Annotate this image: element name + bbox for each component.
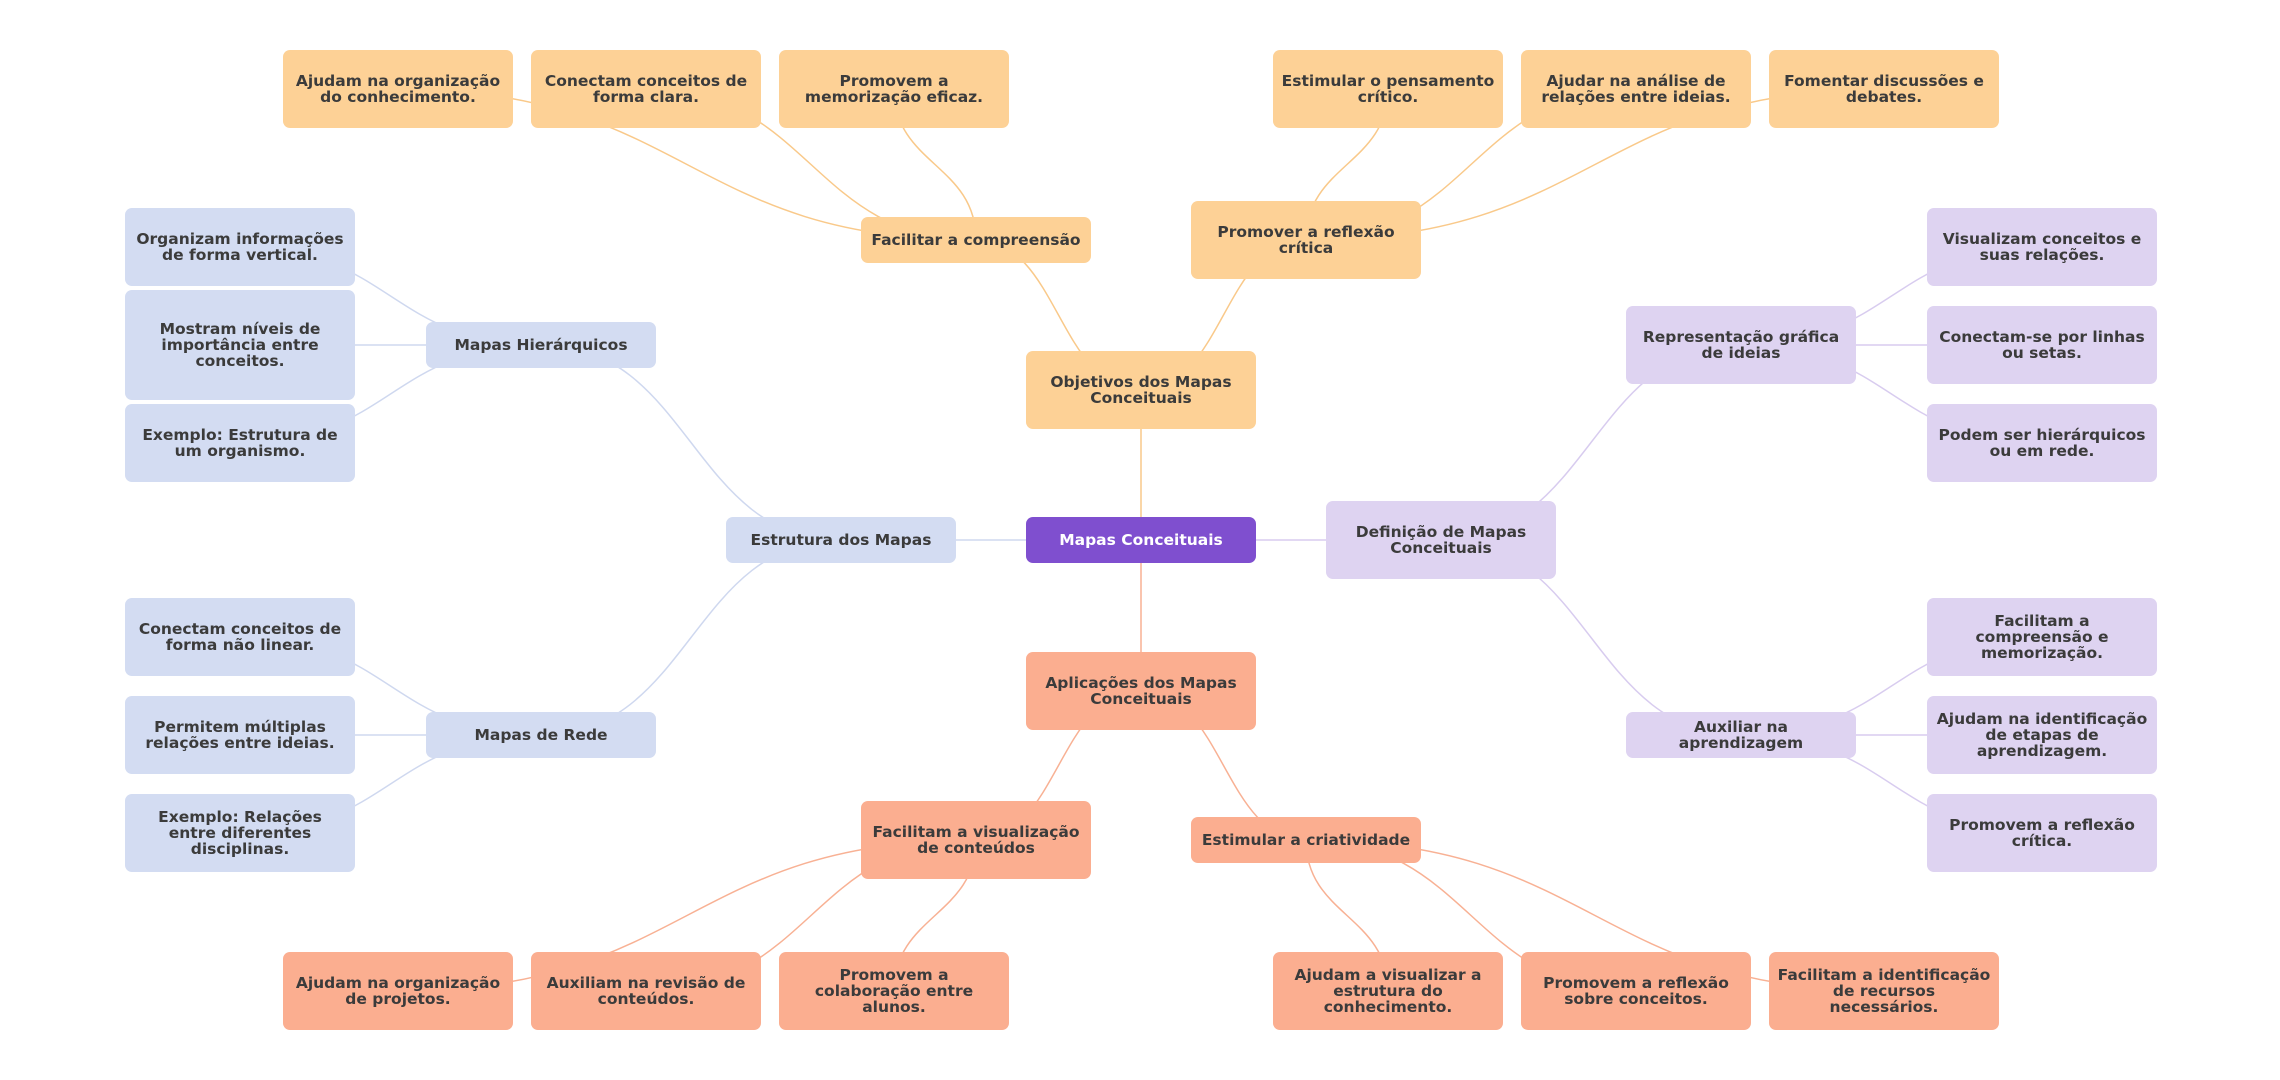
node-visualizam-conceitos[interactable]: Visualizam conceitos e suas relações. [1927,208,2157,286]
node-podem-ser-hierarquicos[interactable]: Podem ser hierárquicos ou em rede. [1927,404,2157,482]
node-root[interactable]: Mapas Conceituais [1026,517,1256,563]
node-ajudam-organizacao-projetos[interactable]: Ajudam na organização de projetos. [283,952,513,1030]
node-representacao-grafica[interactable]: Representação gráfica de ideias [1626,306,1856,384]
node-conectam-forma-clara[interactable]: Conectam conceitos de forma clara. [531,50,761,128]
node-facilitam-compreensao-memorizacao[interactable]: Facilitam a compreensão e memorização. [1927,598,2157,676]
node-conectam-nao-linear[interactable]: Conectam conceitos de forma não linear. [125,598,355,676]
node-promovem-reflexao-critica[interactable]: Promovem a reflexão crítica. [1927,794,2157,872]
node-exemplo-disciplinas[interactable]: Exemplo: Relações entre diferentes disci… [125,794,355,872]
node-organizam-vertical[interactable]: Organizam informações de forma vertical. [125,208,355,286]
node-auxiliar-aprendizagem[interactable]: Auxiliar na aprendizagem [1626,712,1856,758]
node-ajudam-identificacao-etapas[interactable]: Ajudam na identificação de etapas de apr… [1927,696,2157,774]
node-conectam-linhas[interactable]: Conectam-se por linhas ou setas. [1927,306,2157,384]
node-promovem-reflexao-conceitos[interactable]: Promovem a reflexão sobre conceitos. [1521,952,1751,1030]
node-permitem-multiplas[interactable]: Permitem múltiplas relações entre ideias… [125,696,355,774]
node-aplicacoes[interactable]: Aplicações dos Mapas Conceituais [1026,652,1256,730]
node-facilitam-identificacao-recursos[interactable]: Facilitam a identificação de recursos ne… [1769,952,1999,1030]
node-fomentar-discussoes[interactable]: Fomentar discussões e debates. [1769,50,1999,128]
node-definicao[interactable]: Definição de Mapas Conceituais [1326,501,1556,579]
node-promover-reflexao[interactable]: Promover a reflexão crítica [1191,201,1421,279]
node-ajudam-visualizar-estrutura[interactable]: Ajudam a visualizar a estrutura do conhe… [1273,952,1503,1030]
node-mapas-rede[interactable]: Mapas de Rede [426,712,656,758]
edge-estrutura-mapas-hierarquicos [540,344,842,541]
node-estrutura[interactable]: Estrutura dos Mapas [726,517,956,563]
node-promovem-memorizacao[interactable]: Promovem a memorização eficaz. [779,50,1009,128]
node-exemplo-organismo[interactable]: Exemplo: Estrutura de um organismo. [125,404,355,482]
node-ajudam-organizacao-conhecimento[interactable]: Ajudam na organização do conhecimento. [283,50,513,128]
node-ajudar-analise[interactable]: Ajudar na análise de relações entre idei… [1521,50,1751,128]
node-estimular-pensamento[interactable]: Estimular o pensamento crítico. [1273,50,1503,128]
node-auxiliam-revisao[interactable]: Auxiliam na revisão de conteúdos. [531,952,761,1030]
node-facilitam-visualizacao[interactable]: Facilitam a visualização de conteúdos [861,801,1091,879]
node-estimular-criatividade[interactable]: Estimular a criatividade [1191,817,1421,863]
node-facilitar-compreensao[interactable]: Facilitar a compreensão [861,217,1091,263]
node-mostram-niveis[interactable]: Mostram níveis de importância entre conc… [125,290,355,400]
node-promovem-colaboracao[interactable]: Promovem a colaboração entre alunos. [779,952,1009,1030]
node-objetivos[interactable]: Objetivos dos Mapas Conceituais [1026,351,1256,429]
edge-estrutura-mapas-rede [540,539,842,736]
node-mapas-hierarquicos[interactable]: Mapas Hierárquicos [426,322,656,368]
